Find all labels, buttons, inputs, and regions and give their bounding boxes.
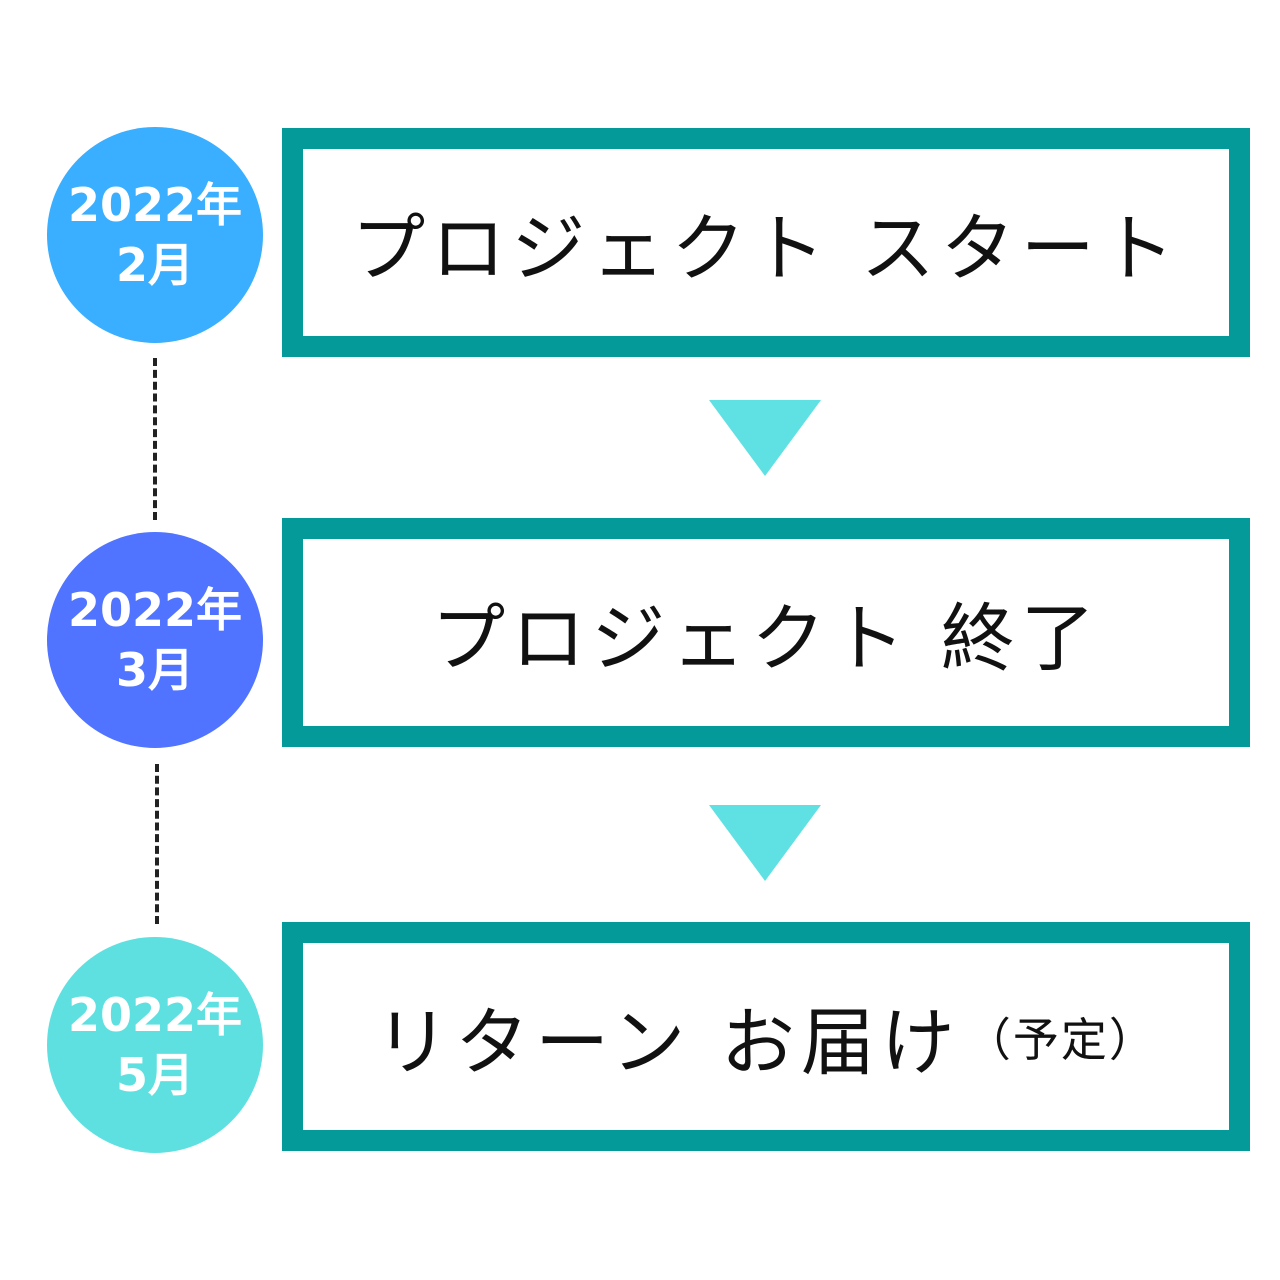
down-arrow-icon	[709, 400, 821, 476]
date-badge-1: 2022年 2月	[47, 127, 263, 343]
date-badge-2: 2022年 3月	[47, 532, 263, 748]
down-arrow-icon	[709, 805, 821, 881]
date-month: 3月	[115, 643, 194, 697]
step-box-project-start: プロジェクト スタート	[282, 128, 1250, 357]
step-label: リターン お届け	[375, 1000, 961, 1086]
timeline-connector	[155, 764, 159, 924]
date-badge-3: 2022年 5月	[47, 937, 263, 1153]
date-year: 2022年	[67, 178, 243, 232]
step-label: プロジェクト 終了	[431, 596, 1101, 682]
step-box-project-end: プロジェクト 終了	[282, 518, 1250, 747]
step-box-return-delivery: リターン お届け （予定）	[282, 922, 1250, 1151]
date-month: 5月	[115, 1048, 194, 1102]
step-note: （予定）	[964, 1012, 1157, 1067]
step-label: プロジェクト スタート	[351, 206, 1181, 292]
timeline-connector	[153, 358, 157, 520]
date-year: 2022年	[67, 583, 243, 637]
date-month: 2月	[115, 238, 194, 292]
date-year: 2022年	[67, 988, 243, 1042]
